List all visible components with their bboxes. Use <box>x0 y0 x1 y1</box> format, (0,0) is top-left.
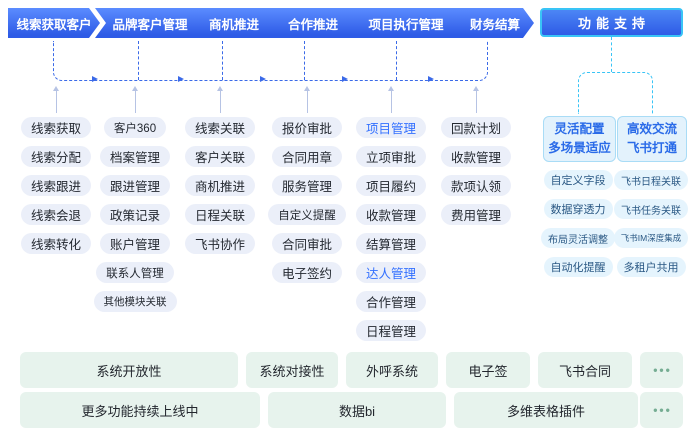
module-chip: 客户360 <box>103 117 167 138</box>
module-column-customer: 客户360 档案管理跟进管理政策记录账户管理联系人管理其他模块关联 <box>80 117 190 312</box>
stage-lead-acquisition: 线索获取客户 <box>8 8 100 38</box>
column-arrow-icon <box>303 86 310 113</box>
module-chip: 合同审批 <box>271 233 342 254</box>
capability-more-features: 更多功能持续上线中 <box>20 392 260 428</box>
support-header-line: 高效交流 <box>626 121 677 136</box>
support-connector-frame <box>578 72 653 114</box>
flow-arrow-icon <box>92 76 98 82</box>
module-chip: 档案管理 <box>99 146 170 167</box>
support-connector-line <box>611 37 612 72</box>
module-chip: 商机推进 <box>184 175 255 196</box>
module-chip: 报价审批 <box>271 117 342 138</box>
support-chip: 自动化提醒 <box>543 257 613 277</box>
support-column-feishu: 飞书日程关联飞书任务关联飞书IM深度集成多租户共用 <box>596 170 690 277</box>
column-arrow-icon <box>131 86 138 113</box>
capability-system-openness: 系统开放性 <box>20 352 238 388</box>
module-chip: 回款计划 <box>440 117 511 138</box>
capability-feishu-contract: 飞书合同 <box>538 352 632 388</box>
flow-arrow-icon <box>260 76 266 82</box>
module-chip: 合作管理 <box>355 291 426 312</box>
flow-arrow-icon <box>342 76 348 82</box>
module-column-finance: 回款计划收款管理款项认领费用管理 <box>421 117 531 225</box>
module-chip: 项目管理 <box>355 117 426 138</box>
module-chip: 日程管理 <box>355 320 426 341</box>
flow-drop-line <box>304 41 305 80</box>
module-chip: 其他模块关联 <box>93 291 177 312</box>
support-chip: 数据穿透力 <box>543 199 613 219</box>
support-chip: 多租户共用 <box>616 257 686 277</box>
module-chip: 线索分配 <box>20 146 91 167</box>
feature-support-button: 功能支持 <box>540 8 683 37</box>
capability-bitable-plugin: 多维表格插件 <box>454 392 638 428</box>
module-chip: 自定义提醒 <box>268 204 346 225</box>
module-column-leads: 线索获取线索分配线索跟进线索会退线索转化 <box>1 117 111 254</box>
module-chip: 收款管理 <box>440 146 511 167</box>
module-chip: 款项认领 <box>440 175 511 196</box>
module-column-opportunity: 线索关联客户关联商机推进日程关联飞书协作 <box>165 117 275 254</box>
support-chip: 自定义字段 <box>543 170 613 190</box>
column-arrow-icon <box>52 86 59 113</box>
support-chip: 布局灵活调整 <box>541 228 615 248</box>
stage-cooperation-advancement: 合作推进 <box>263 8 356 38</box>
stage-brand-customer-management: 品牌客户管理 <box>95 8 198 38</box>
module-chip: 日程关联 <box>184 204 255 225</box>
capability-data-bi: 数据bi <box>268 392 446 428</box>
support-header-feishu-connect: 高效交流 飞书打通 <box>617 116 687 162</box>
flow-arrow-icon <box>178 76 184 82</box>
support-chip: 飞书IM深度集成 <box>613 228 689 248</box>
module-chip: 收款管理 <box>355 204 426 225</box>
module-chip: 达人管理 <box>355 262 426 283</box>
flow-arrow-icon <box>428 76 434 82</box>
module-chip: 线索获取 <box>20 117 91 138</box>
module-chip: 项目履约 <box>355 175 426 196</box>
flow-drop-line <box>396 41 397 80</box>
support-chip: 飞书任务关联 <box>614 199 688 219</box>
column-arrow-icon <box>387 86 394 113</box>
module-chip: 线索会退 <box>20 204 91 225</box>
module-chip: 费用管理 <box>440 204 511 225</box>
module-chip: 联系人管理 <box>96 262 174 283</box>
module-chip: 合同用章 <box>271 146 342 167</box>
support-chip: 飞书日程关联 <box>614 170 688 190</box>
flow-connector-frame <box>53 41 488 81</box>
support-header-line: 灵活配置 <box>554 121 605 136</box>
support-column-config: 自定义字段数据穿透力布局灵活调整自动化提醒 <box>523 170 633 277</box>
flow-drop-line <box>138 41 139 80</box>
stage-project-execution: 项目执行管理 <box>344 8 461 38</box>
module-column-project: 项目管理立项审批项目履约收款管理结算管理达人管理合作管理日程管理 <box>336 117 446 341</box>
module-chip: 跟进管理 <box>99 175 170 196</box>
module-chip: 客户关联 <box>184 146 255 167</box>
module-chip: 飞书协作 <box>184 233 255 254</box>
module-chip: 线索关联 <box>184 117 255 138</box>
module-chip: 电子签约 <box>271 262 342 283</box>
module-chip: 政策记录 <box>99 204 170 225</box>
flow-drop-line <box>222 41 223 80</box>
capability-outbound-call: 外呼系统 <box>346 352 438 388</box>
module-chip: 结算管理 <box>355 233 426 254</box>
column-arrow-icon <box>216 86 223 113</box>
column-arrow-icon <box>472 86 479 113</box>
module-column-cooperation: 报价审批合同用章服务管理自定义提醒合同审批电子签约 <box>252 117 362 283</box>
module-chip: 账户管理 <box>99 233 170 254</box>
stage-opportunity-advancement: 商机推进 <box>186 8 275 38</box>
capability-system-integration: 系统对接性 <box>246 352 338 388</box>
capability-e-sign: 电子签 <box>446 352 530 388</box>
stage-financial-settlement: 财务结算 <box>449 8 534 38</box>
module-chip: 线索跟进 <box>20 175 91 196</box>
support-header-flexible-config: 灵活配置 多场景适应 <box>543 116 616 162</box>
more-icon: ••• <box>640 352 683 388</box>
module-chip: 立项审批 <box>355 146 426 167</box>
support-header-line: 多场景适应 <box>548 141 611 155</box>
support-header-line: 飞书打通 <box>626 141 677 155</box>
more-icon: ••• <box>640 392 683 428</box>
module-chip: 线索转化 <box>20 233 91 254</box>
module-chip: 服务管理 <box>271 175 342 196</box>
